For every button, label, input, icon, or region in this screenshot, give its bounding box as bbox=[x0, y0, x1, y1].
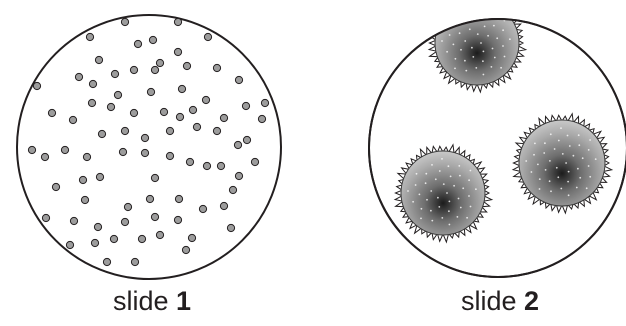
slide-1-label: slide 1 bbox=[52, 285, 252, 317]
particle bbox=[229, 186, 236, 193]
slide-1-label-word: slide bbox=[113, 286, 169, 316]
slide-1 bbox=[17, 15, 281, 279]
particle bbox=[86, 33, 93, 40]
particle bbox=[243, 136, 250, 143]
particle bbox=[95, 56, 102, 63]
particle bbox=[121, 127, 128, 134]
particle bbox=[203, 162, 210, 169]
particle bbox=[182, 246, 189, 253]
particle bbox=[202, 96, 209, 103]
particle bbox=[174, 216, 181, 223]
particle bbox=[41, 153, 48, 160]
particle bbox=[186, 158, 193, 165]
slide-2-label-word: slide bbox=[461, 286, 517, 316]
particle bbox=[61, 146, 68, 153]
particle bbox=[178, 85, 185, 92]
particle bbox=[141, 149, 148, 156]
particle bbox=[130, 66, 137, 73]
slide-2-label: slide 2 bbox=[400, 285, 600, 317]
particle bbox=[147, 88, 154, 95]
particle bbox=[151, 213, 158, 220]
particle bbox=[79, 176, 86, 183]
particle bbox=[193, 123, 200, 130]
particle bbox=[141, 134, 148, 141]
particle bbox=[83, 153, 90, 160]
slide-1-label-number: 1 bbox=[176, 286, 191, 316]
particle bbox=[199, 205, 206, 212]
particle bbox=[130, 109, 137, 116]
particle bbox=[160, 108, 167, 115]
particle bbox=[234, 141, 241, 148]
particle bbox=[28, 146, 35, 153]
particle bbox=[204, 33, 211, 40]
particle bbox=[91, 239, 98, 246]
particle bbox=[69, 116, 76, 123]
particle bbox=[66, 241, 73, 248]
particle bbox=[107, 103, 114, 110]
particle bbox=[146, 195, 153, 202]
particle bbox=[258, 115, 265, 122]
particle bbox=[183, 62, 190, 69]
particle bbox=[213, 64, 220, 71]
particle bbox=[261, 99, 268, 106]
particle bbox=[131, 258, 138, 265]
particle bbox=[111, 70, 118, 77]
particle bbox=[119, 148, 126, 155]
particle bbox=[166, 127, 173, 134]
particle bbox=[75, 73, 82, 80]
particle bbox=[227, 224, 234, 231]
particle bbox=[96, 173, 103, 180]
particle bbox=[134, 40, 141, 47]
particle bbox=[217, 162, 224, 169]
particle bbox=[114, 91, 121, 98]
particle bbox=[188, 234, 195, 241]
particle bbox=[98, 130, 105, 137]
particle bbox=[189, 106, 196, 113]
particle bbox=[174, 48, 181, 55]
particle bbox=[81, 196, 88, 203]
particle bbox=[52, 183, 59, 190]
particle bbox=[175, 195, 182, 202]
particle bbox=[235, 172, 242, 179]
particle bbox=[156, 231, 163, 238]
particle bbox=[121, 218, 128, 225]
slide-2-label-number: 2 bbox=[524, 286, 539, 316]
particle bbox=[124, 203, 131, 210]
particle bbox=[174, 18, 181, 25]
particle bbox=[149, 36, 156, 43]
particle bbox=[42, 214, 49, 221]
particle bbox=[166, 152, 173, 159]
particle bbox=[110, 235, 117, 242]
slide-2 bbox=[369, 0, 626, 277]
particle bbox=[94, 223, 101, 230]
particle bbox=[89, 80, 96, 87]
particle bbox=[156, 59, 163, 66]
particle bbox=[251, 158, 258, 165]
particle bbox=[70, 217, 77, 224]
particle bbox=[242, 102, 249, 109]
particle bbox=[103, 258, 110, 265]
particle bbox=[151, 174, 158, 181]
particle bbox=[88, 99, 95, 106]
particle bbox=[33, 82, 40, 89]
particle bbox=[121, 18, 128, 25]
particle bbox=[138, 235, 145, 242]
particle bbox=[176, 113, 183, 120]
particle bbox=[48, 109, 55, 116]
particle bbox=[220, 114, 227, 121]
particle bbox=[220, 202, 227, 209]
particle bbox=[213, 127, 220, 134]
particle bbox=[235, 76, 242, 83]
particle bbox=[151, 66, 158, 73]
